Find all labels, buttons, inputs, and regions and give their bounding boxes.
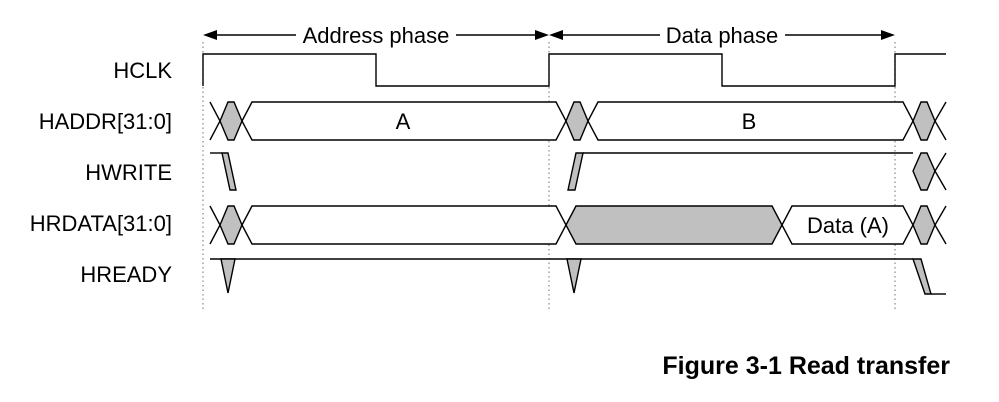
hrdata-right-stub (934, 205, 947, 245)
figure-caption: Figure 3-1 Read transfer (662, 352, 950, 380)
hready-waveform (210, 258, 946, 295)
address-phase-label: Address phase (303, 23, 450, 48)
hrdata-waveform: Data (A) (209, 205, 947, 245)
signal-label-hready: HREADY (80, 262, 172, 287)
signal-label-hclk: HCLK (113, 58, 172, 83)
hwrite-waveform (210, 152, 947, 191)
haddr-value-a: A (396, 109, 411, 134)
data-phase-arrowhead-left (549, 30, 563, 40)
haddr-value-b: B (742, 109, 757, 134)
hwrite-transition-1 (221, 152, 237, 191)
hrdata-transition-1 (219, 205, 243, 245)
signal-labels: HCLK HADDR[31:0] HWRITE HRDATA[31:0] HRE… (30, 58, 173, 287)
hready-pulse-1 (220, 258, 236, 294)
hwrite-transition-2 (567, 152, 584, 191)
hrdata-idle-segment (241, 205, 567, 245)
hclk-line (202, 53, 946, 87)
address-phase-arrowhead-right (535, 30, 549, 40)
hclk-waveform (202, 53, 946, 87)
hrdata-invalid-segment (565, 205, 783, 245)
hrdata-left-stub (209, 205, 221, 245)
data-phase-label: Data phase (666, 23, 779, 48)
signal-label-haddr: HADDR[31:0] (39, 109, 172, 134)
hwrite-right-stub (934, 152, 947, 191)
address-phase-arrowhead-left (203, 30, 217, 40)
hready-fall (912, 258, 932, 295)
hrdata-value-data-a: Data (A) (807, 213, 889, 238)
data-phase-arrow: Data phase (549, 23, 895, 48)
haddr-left-stub (209, 101, 221, 141)
data-phase-arrowhead-right (881, 30, 895, 40)
haddr-transition-3 (912, 101, 936, 141)
haddr-waveform: A B (209, 101, 947, 141)
address-phase-arrow: Address phase (203, 23, 549, 48)
haddr-transition-1 (219, 101, 243, 141)
haddr-transition-2 (565, 101, 589, 141)
hrdata-transition-3 (912, 205, 936, 245)
haddr-right-stub (934, 101, 947, 141)
hready-pulse-2 (566, 258, 582, 294)
signal-label-hwrite: HWRITE (85, 160, 172, 185)
timing-guides (202, 42, 896, 312)
signal-label-hrdata: HRDATA[31:0] (30, 211, 172, 236)
hwrite-transition-3 (912, 152, 936, 191)
